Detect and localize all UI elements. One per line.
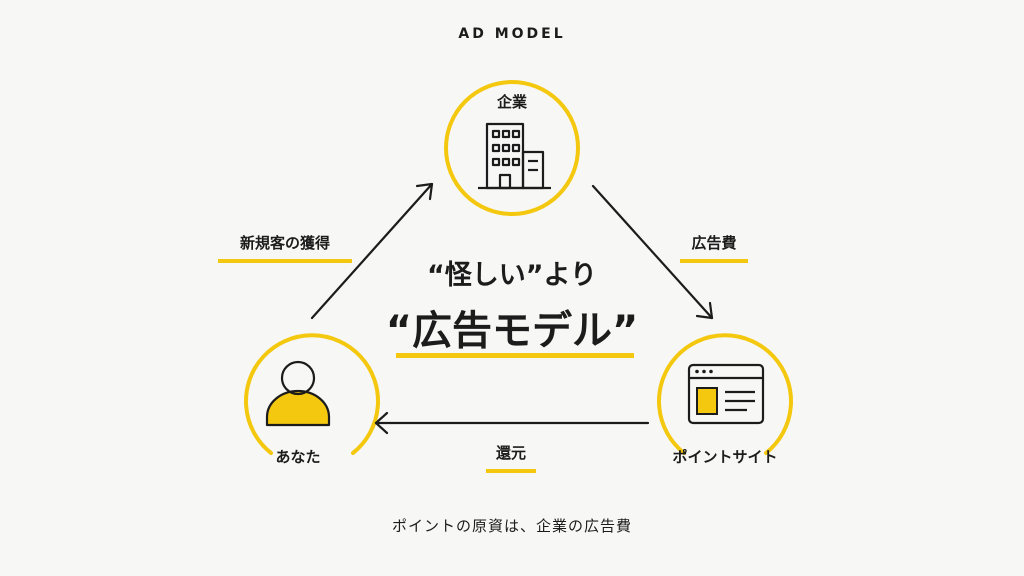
- point-site-label: ポイントサイト: [672, 448, 778, 466]
- you-node: [244, 333, 380, 455]
- you-node-ring: [244, 333, 380, 455]
- browser-window-icon: [687, 363, 765, 425]
- person-icon: [265, 360, 331, 427]
- point-site-node: [657, 333, 793, 455]
- company-label: 企業: [496, 93, 527, 111]
- center-subtitle: “怪しい”より: [427, 260, 597, 291]
- you-label: あなた: [275, 448, 321, 466]
- edge-label-return: 還元: [486, 442, 536, 473]
- diagram-eyebrow: AD MODEL: [458, 26, 566, 42]
- building-icon: [478, 122, 551, 190]
- footer-caption: ポイントの原資は、企業の広告費: [391, 517, 632, 535]
- company-node-ring: [444, 80, 580, 216]
- company-node: [444, 80, 580, 216]
- center-title: “広告モデル”: [385, 308, 639, 354]
- arrow-you-to-company: [310, 182, 434, 320]
- center-title-underline: [396, 353, 634, 358]
- arrow-site-to-you: [374, 411, 650, 435]
- edge-label-new-customers: 新規客の獲得: [218, 232, 352, 263]
- edge-label-ad-fee: 広告費: [680, 232, 748, 263]
- point-site-node-ring: [657, 333, 793, 455]
- arrow-company-to-site: [591, 184, 714, 320]
